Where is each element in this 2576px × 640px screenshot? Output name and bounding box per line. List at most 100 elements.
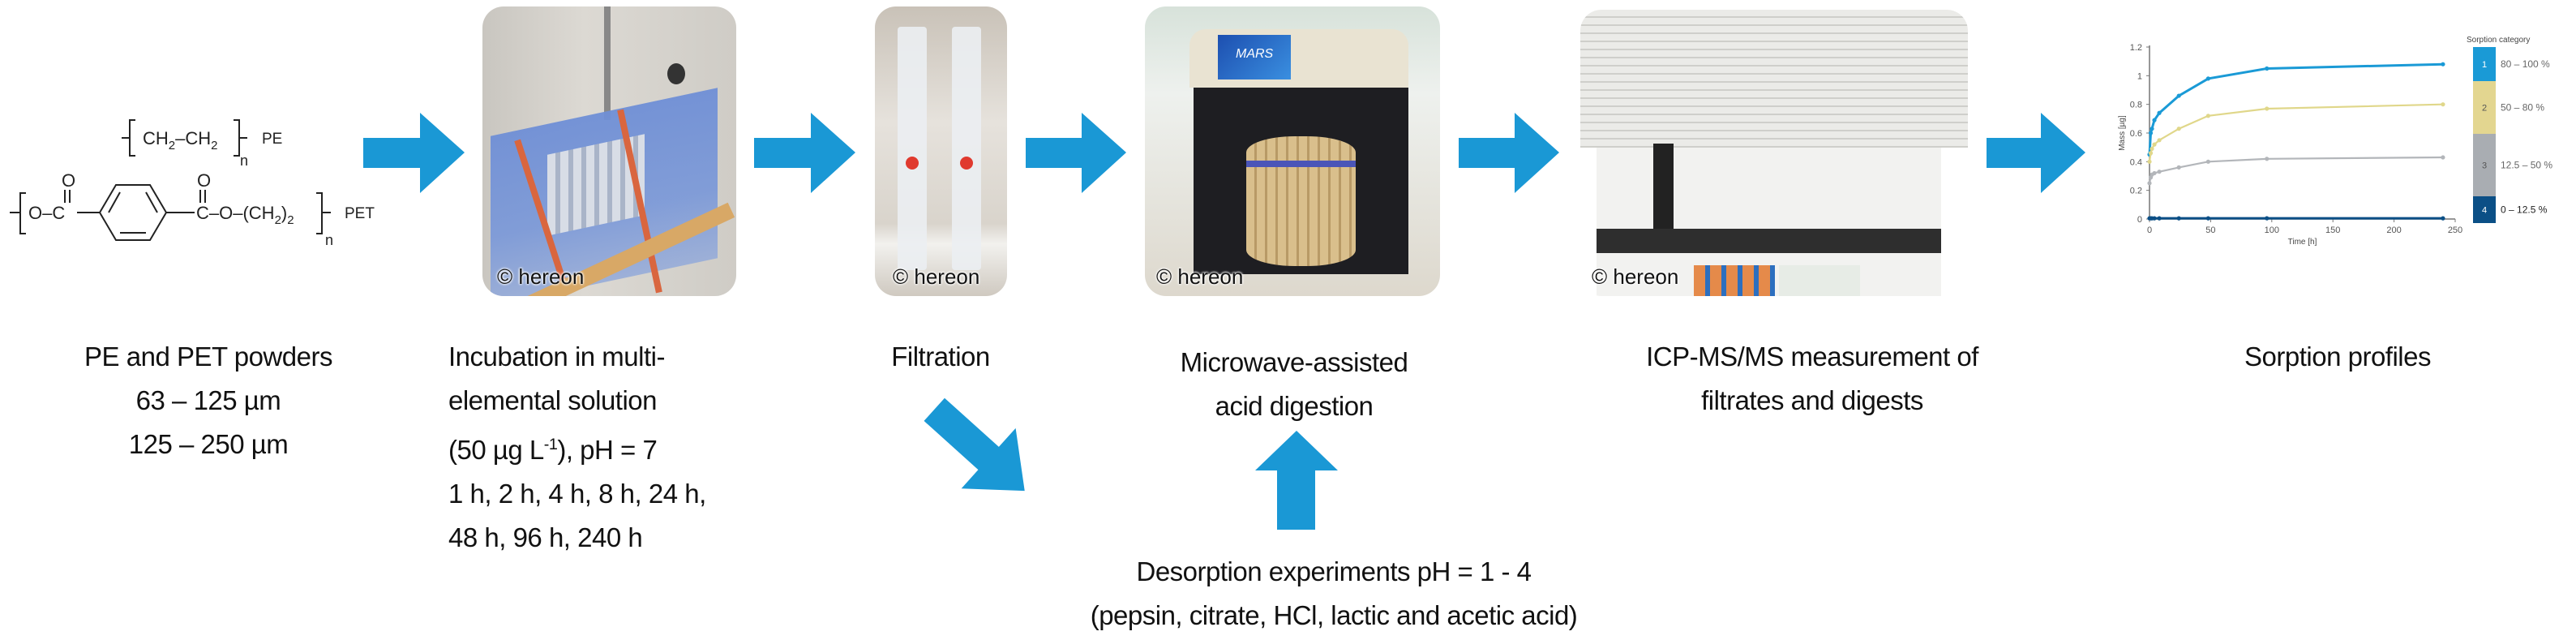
x-tick-label: 150 [2325,226,2340,235]
superscript: -1 [543,436,558,453]
pet-structure [10,184,331,241]
legend-title: Sorption category [2467,36,2530,45]
step-title: filtrates and digests [1701,385,1923,415]
data-point [2157,216,2162,221]
photo-credit: © hereon [1592,264,1679,289]
data-point [2152,142,2157,147]
data-point [2148,131,2154,135]
x-tick-label: 200 [2386,226,2401,235]
subscript: 2 [287,213,294,227]
step-title: elemental solution [448,385,657,415]
data-point [2176,216,2181,221]
x-tick-label: 50 [2205,226,2215,235]
series-line-2 [2148,103,2443,162]
arrow-up-icon [1255,431,1338,530]
filtration-photo: © hereon [875,6,1007,296]
data-point [2441,102,2445,107]
x-tick-label: 100 [2265,226,2279,235]
legend-label: 50 – 80 % [2501,102,2544,114]
pe-ch-text: CH [143,128,169,148]
data-point [2205,216,2210,221]
size-fraction: 63 – 125 µm [135,385,281,415]
pet-carbonyl-o: O [62,170,75,191]
subscript: 2 [169,139,175,152]
arrow-right-icon [1987,113,2085,193]
incubation-label: Incubation in multi- elemental solution … [448,335,706,560]
pe-ch-text: –CH [175,128,211,148]
data-point [2441,62,2445,67]
legend-number: 2 [2482,104,2487,114]
y-tick-label: 0 [2137,215,2142,225]
pet-ester-text: O–C [28,203,65,223]
data-point [2157,110,2162,115]
legend-number: 1 [2482,60,2487,70]
digestion-label: Microwave-assisted acid digestion [1181,341,1408,428]
legend-swatch-1 [2473,47,2496,81]
arrow-down-right-icon [924,397,1025,492]
step-title: PE and PET powders [84,341,332,372]
step-title: Sorption profiles [2244,341,2431,372]
photo-credit: © hereon [497,264,585,289]
time-points: 48 h, 96 h, 240 h [448,522,643,552]
ph-text: ), pH = 7 [557,435,658,465]
data-point [2176,165,2181,170]
data-point [2176,127,2181,131]
arrow-right-icon [1026,113,1126,193]
data-point [2157,170,2162,174]
microwave-screen-text: MARS [1236,47,1274,61]
arrow-right-icon [1459,113,1559,193]
powders-label: PE and PET powders 63 – 125 µm 125 – 250… [84,335,332,466]
arrow-right-icon [754,113,855,193]
legend-label: 12.5 – 50 % [2501,160,2552,171]
legend-label: 0 – 12.5 % [2501,204,2548,216]
subscript: 2 [211,139,217,152]
data-point [2205,159,2210,164]
pet-label: PET [345,205,375,222]
photo-credit: © hereon [893,264,980,289]
data-point [2265,66,2270,71]
data-point [2152,216,2157,221]
svg-text:C–O–(CH2)2: C–O–(CH2)2 [196,203,294,227]
series-line-3 [2148,156,2443,184]
legend-number: 4 [2482,206,2487,216]
pe-repeat-n: n [240,152,248,169]
subscript: 2 [275,213,281,227]
step-title: Microwave-assisted [1180,347,1408,377]
step-title: acid digestion [1215,391,1374,421]
pet-ester-text: C–O–(CH [196,203,275,223]
x-axis-title: Time [h] [2288,238,2317,247]
step-title: ICP-MS/MS measurement of [1646,341,1978,372]
pet-paren: ) [281,203,287,223]
icp-ms-photo: © hereon [1580,10,1968,296]
svg-text:CH2–CH2: CH2–CH2 [143,128,217,152]
data-point [2150,146,2154,152]
step-title: Incubation in multi- [448,341,665,372]
data-point [2265,157,2270,161]
icp-label: ICP-MS/MS measurement of filtrates and d… [1646,335,1978,423]
pet-carbonyl-o: O [197,170,211,191]
step-title: Filtration [891,341,990,372]
reagent-list: (pepsin, citrate, HCl, lactic and acetic… [1090,600,1578,630]
sorption-label: Sorption profiles [2244,335,2431,379]
filtration-label: Filtration [891,335,990,379]
desorption-label: Desorption experiments pH = 1 - 4 (pepsi… [1091,550,1578,638]
data-point [2150,127,2154,131]
data-point [2265,216,2270,221]
series-line-1 [2148,62,2443,155]
data-point [2152,170,2157,176]
concentration-text: (50 µg L [448,435,544,465]
x-tick-label: 0 [2147,226,2152,235]
data-point [2265,106,2270,111]
data-point [2152,118,2157,122]
y-tick-label: 0.2 [2130,187,2142,196]
legend-swatch-3 [2473,134,2496,196]
size-fraction: 125 – 250 µm [128,429,289,459]
step-title: Desorption experiments pH = 1 - 4 [1136,556,1532,586]
arrow-right-icon [363,113,465,193]
y-tick-label: 1.2 [2130,43,2142,53]
x-tick-label: 250 [2448,226,2462,235]
time-points: 1 h, 2 h, 4 h, 8 h, 24 h, [448,479,706,509]
data-point [2441,216,2445,221]
